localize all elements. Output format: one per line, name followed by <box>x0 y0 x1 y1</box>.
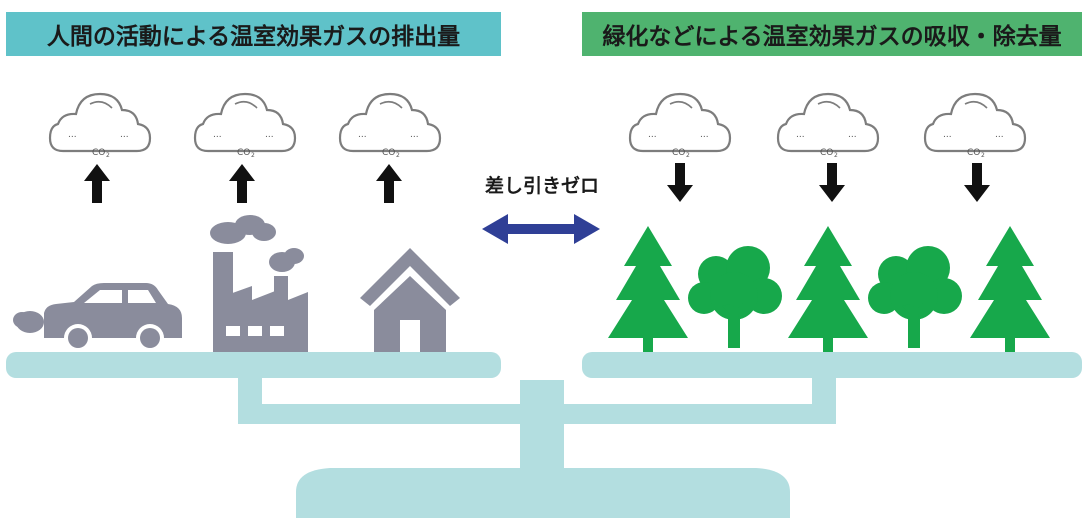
left-scale-pan <box>6 352 501 378</box>
svg-text:2: 2 <box>834 152 838 159</box>
svg-text:CO: CO <box>672 148 685 158</box>
svg-text:2: 2 <box>251 152 255 159</box>
svg-text:2: 2 <box>106 152 110 159</box>
round-tree-icon <box>688 246 782 348</box>
svg-text:CO: CO <box>820 148 833 158</box>
emission-arrow-up-icon <box>229 164 255 203</box>
conifer-tree-icon <box>608 226 688 352</box>
svg-text:CO: CO <box>967 148 980 158</box>
svg-text:CO: CO <box>92 148 105 158</box>
emissions-title: 人間の活動による温室効果ガスの排出量 <box>6 12 501 56</box>
balance-double-arrow-icon <box>482 214 600 244</box>
absorption-arrow-down-icon <box>667 163 693 202</box>
right-scale-pan <box>582 352 1082 378</box>
factory-icon <box>210 215 308 352</box>
emission-arrow-up-icon <box>376 164 402 203</box>
absorption-arrow-down-icon <box>819 163 845 202</box>
conifer-tree-icon <box>970 226 1050 352</box>
svg-text:2: 2 <box>686 152 690 159</box>
svg-text:CO: CO <box>382 148 395 158</box>
conifer-tree-icon <box>788 226 868 352</box>
scale-base <box>296 468 790 518</box>
absorption-title: 緑化などによる温室効果ガスの吸収・除去量 <box>582 12 1082 56</box>
car-icon <box>13 283 182 352</box>
absorption-arrow-down-icon <box>964 163 990 202</box>
net-zero-label: 差し引きゼロ <box>484 175 599 197</box>
svg-text:2: 2 <box>396 152 400 159</box>
emission-arrow-up-icon <box>84 164 110 203</box>
scale-post <box>520 380 564 480</box>
svg-text:2: 2 <box>981 152 985 159</box>
house-icon <box>360 248 460 352</box>
balance-scale <box>6 352 1082 518</box>
round-tree-icon <box>868 246 962 348</box>
svg-text:CO: CO <box>237 148 250 158</box>
